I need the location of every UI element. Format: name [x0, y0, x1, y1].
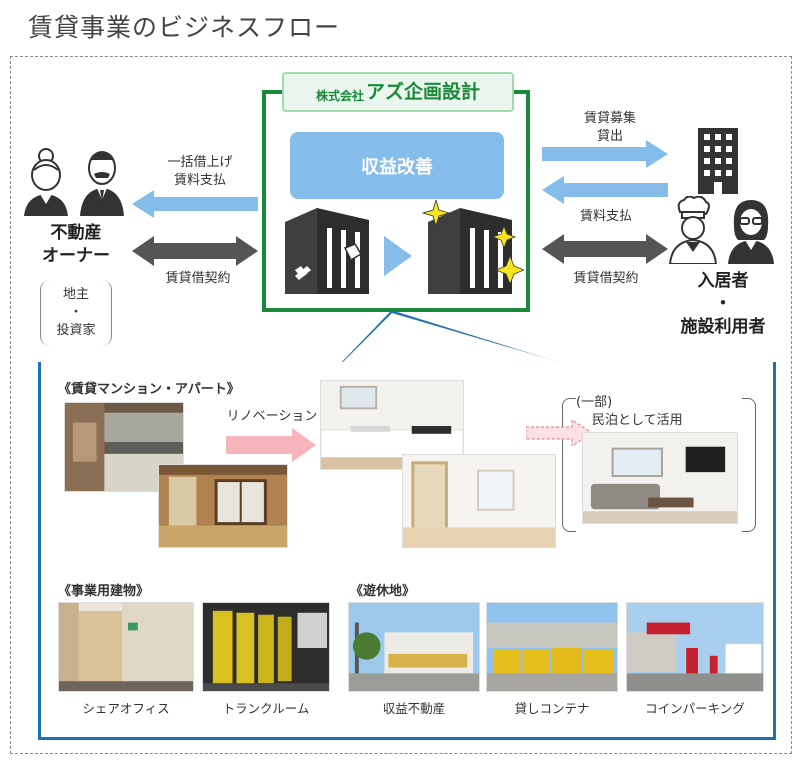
renovation-arrow [384, 236, 412, 276]
renovation-pink-arrow [226, 428, 316, 462]
minpaku-label: (一部) 民泊として活用 [576, 395, 683, 428]
leasing-to-tenant-arrow [542, 140, 668, 168]
minpaku-bracket-right [742, 398, 756, 532]
rent-payment-to-owner-arrow [132, 190, 258, 218]
old-kitchen-photo [64, 402, 184, 492]
old-building-icon [285, 208, 369, 294]
office-building-icon [698, 128, 738, 194]
tenant-person-icon [728, 200, 774, 264]
owner-subtype-box: 地主 ・ 投資家 [40, 280, 112, 346]
old-japanese-room-photo [158, 464, 288, 548]
trunk-room-photo [202, 602, 330, 692]
left-contract-label: 賃貸借契約 [165, 271, 231, 286]
owner-man-icon [80, 151, 124, 216]
rental-container-caption: 貸しコンテナ [514, 701, 590, 716]
owner-contract-arrow [132, 236, 258, 266]
page-title: 賃貸事業のビジネスフロー [28, 13, 341, 42]
tenant-label: 入居者 ・ 施設利用者 [680, 271, 766, 337]
right-payment-label: 賃料支払 [579, 209, 632, 224]
profit-improvement-box: 収益改善 [290, 132, 504, 199]
tenant-rent-payment-arrow [542, 176, 668, 204]
coin-parking-photo [626, 602, 764, 692]
rental-section-title: 《賃貸マンション・アパート》 [58, 382, 240, 397]
share-office-photo [58, 602, 194, 692]
company-prefix: 株式会社 [315, 89, 364, 103]
new-building-icon [421, 200, 524, 294]
right-contract-label: 賃貸借契約 [573, 271, 639, 286]
rental-container-photo [486, 602, 618, 692]
coin-parking-caption: コインパーキング [645, 701, 745, 716]
minpaku-bracket-left [562, 398, 576, 532]
income-property-caption: 収益不動産 [382, 701, 446, 716]
idle-land-section-title: 《遊休地》 [350, 584, 416, 599]
owner-label: 不動産 オーナー [42, 223, 110, 266]
business-section-title: 《事業用建物》 [58, 584, 150, 599]
trunk-room-caption: トランクルーム [222, 701, 310, 716]
right-leasing-label: 賃貸募集 貸出 [583, 111, 636, 144]
minpaku-dashed-arrow [526, 420, 592, 446]
left-payment-label: 一括借上げ 賃料支払 [167, 155, 233, 188]
owner-woman-icon [24, 148, 68, 216]
outer-frame [10, 56, 792, 754]
renovation-label: リノベーション [226, 409, 318, 424]
share-office-caption: シェアオフィス [82, 701, 170, 716]
tenant-contract-arrow [542, 234, 668, 264]
renovated-room-photo [402, 454, 556, 548]
company-name: アズ企画設計 [366, 81, 481, 103]
minpaku-living-room-photo [582, 432, 738, 524]
company-name-tab: 株式会社 アズ企画設計 [282, 72, 514, 112]
income-property-photo [348, 602, 480, 692]
chef-icon [668, 196, 718, 264]
